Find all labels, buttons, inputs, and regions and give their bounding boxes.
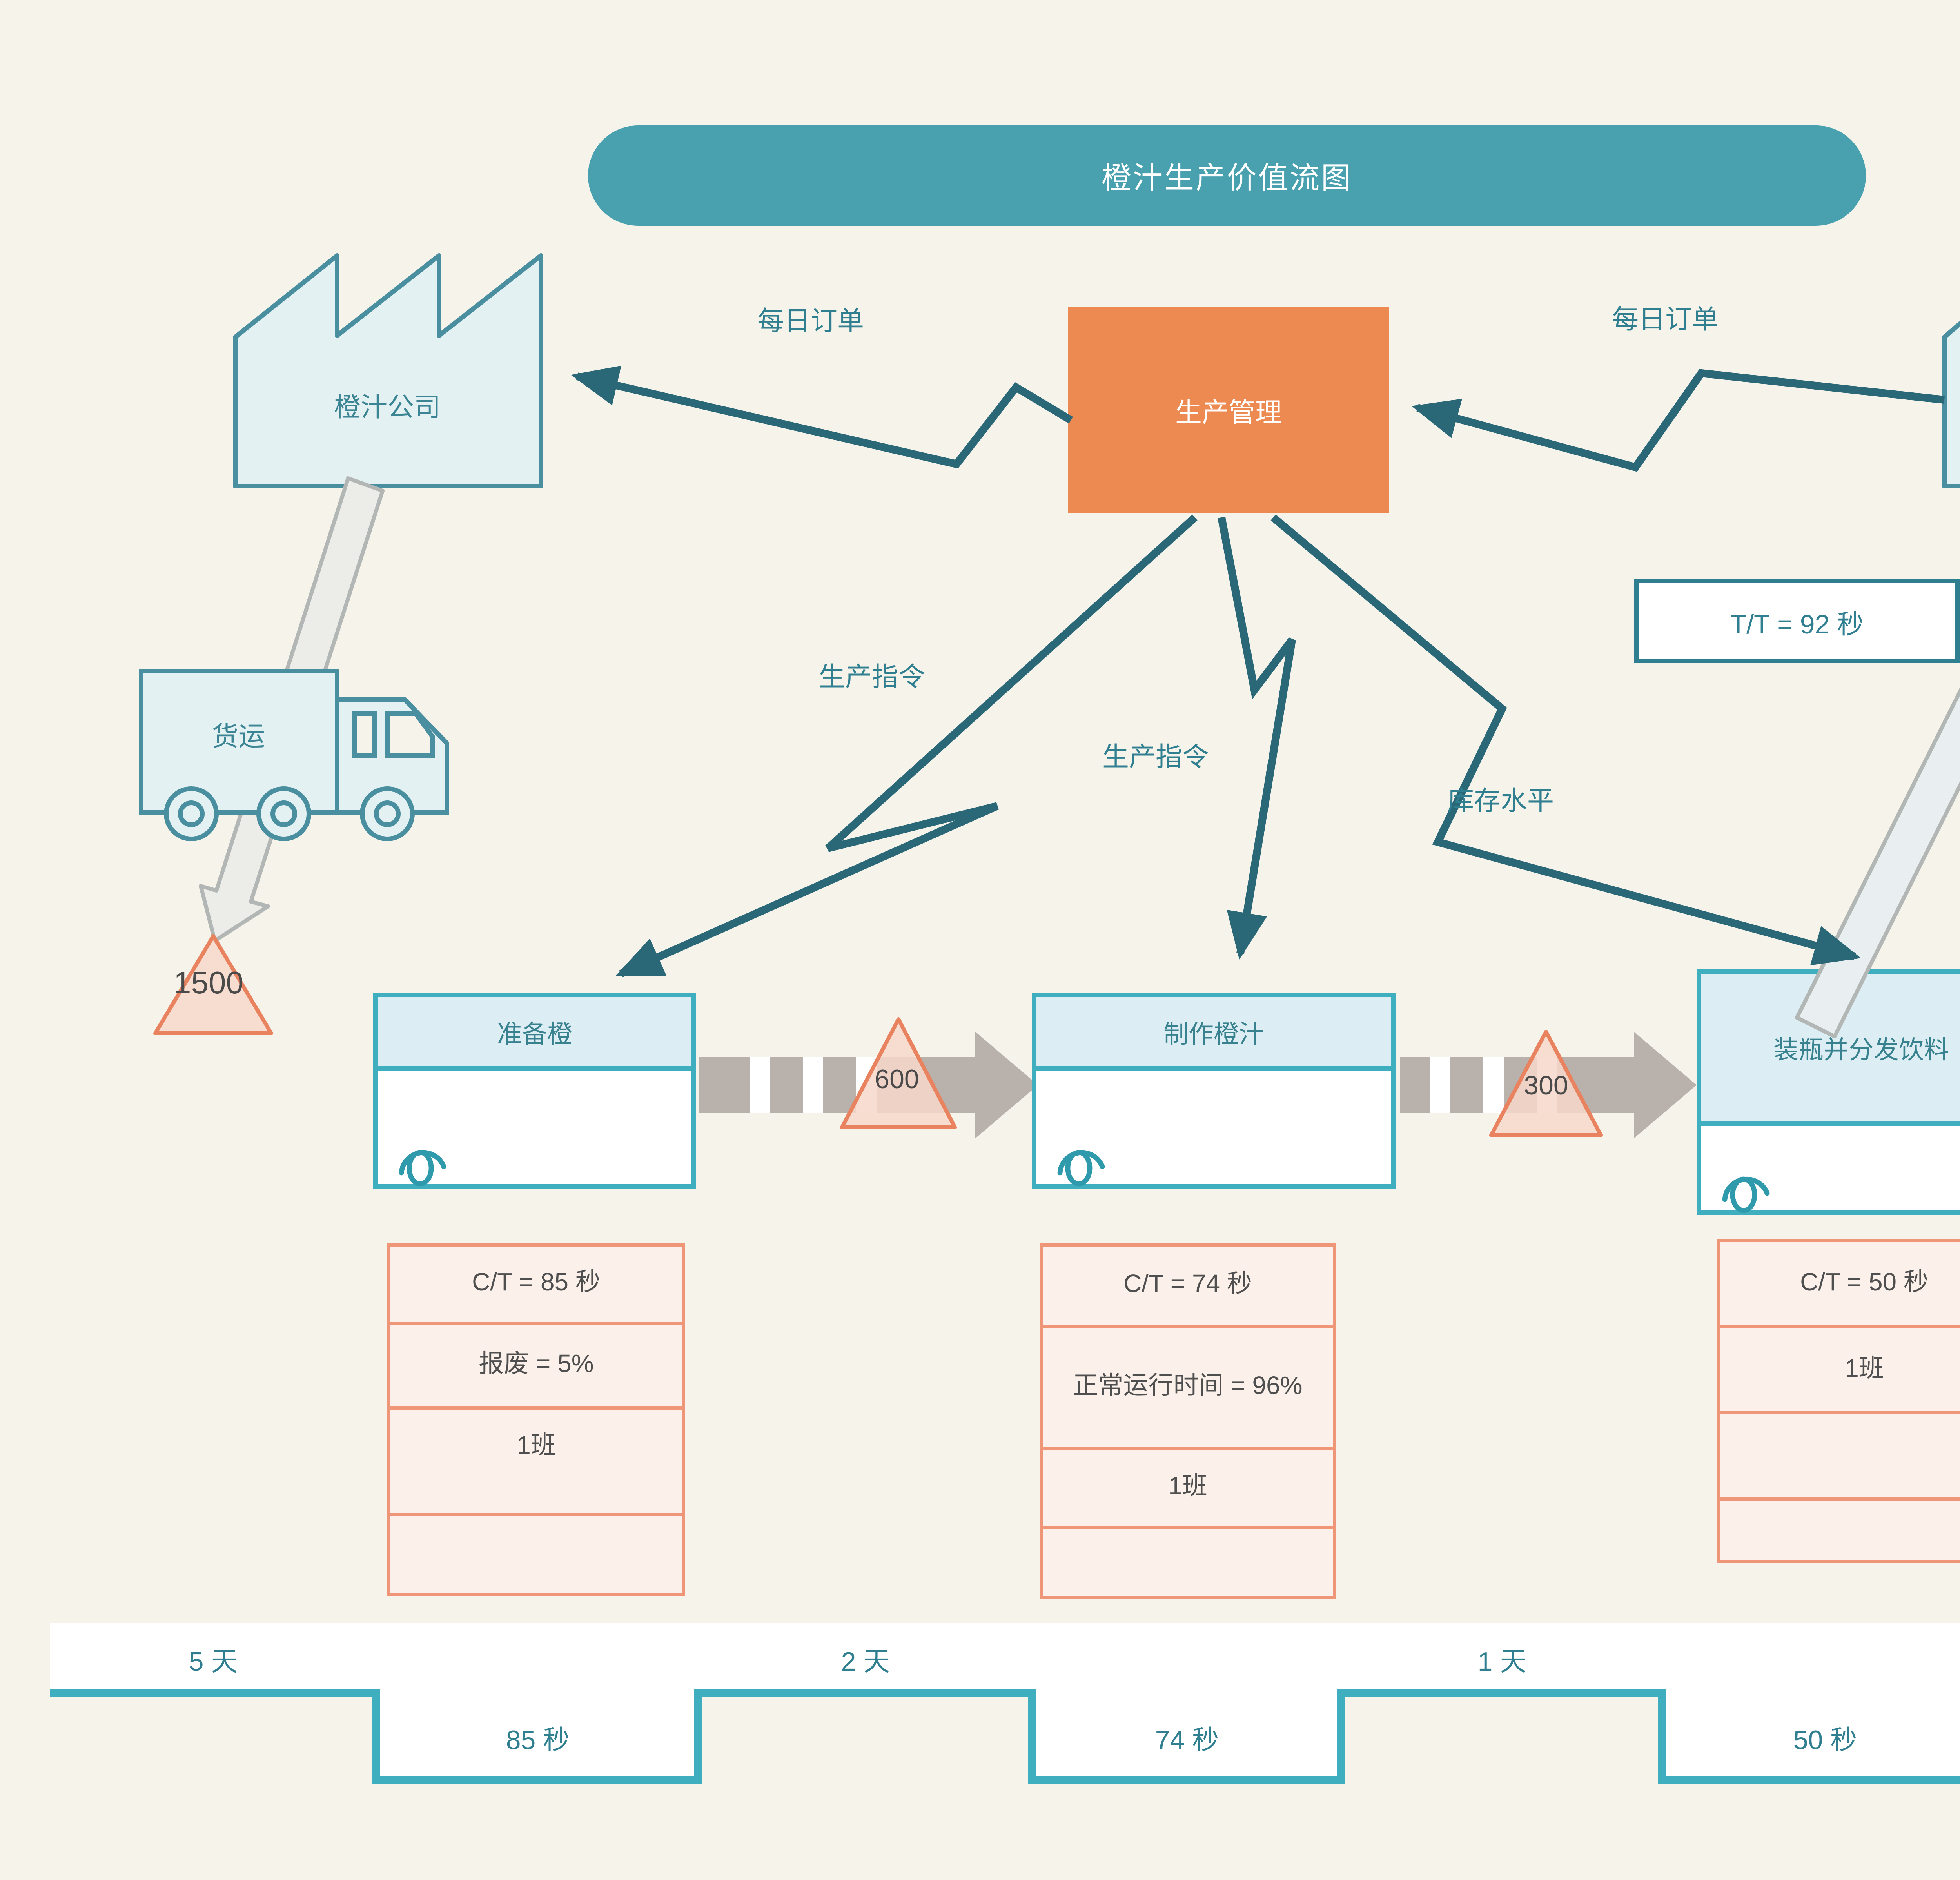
data-cell: C/T = 50 秒: [1800, 1269, 1929, 1296]
data-box-process-1[interactable]: C/T = 85 秒 报废 = 5% 1班: [387, 1243, 685, 1596]
truck-icon[interactable]: [139, 669, 449, 841]
production-control-box[interactable]: 生产管理: [1068, 307, 1389, 513]
process-box-make-juice[interactable]: 制作橙汁: [1032, 993, 1396, 1189]
process-box-prepare-oranges[interactable]: 准备橙: [373, 993, 696, 1189]
operator-icon: [1722, 1176, 1770, 1213]
customer-factory-icon[interactable]: [1942, 251, 1960, 488]
timeline-ladder: [50, 1623, 1960, 1784]
takt-time-label: T/T = 92 秒: [1730, 609, 1864, 639]
data-cell: C/T = 85 秒: [472, 1270, 601, 1297]
data-cell: 报废 = 5%: [479, 1352, 594, 1378]
daily-order-arrow-right: [1411, 369, 1945, 472]
daily-order-arrow-left: [571, 365, 1073, 469]
data-cell: 1班: [1168, 1474, 1207, 1501]
diagram-title-text: 橙汁生产价值流图: [1101, 162, 1352, 195]
takt-time-box[interactable]: T/T = 92 秒: [1634, 579, 1960, 663]
production-instruction-arrow-2: [1218, 517, 1296, 960]
inventory-1500-value: 1500: [174, 967, 243, 1001]
process-3-title: 装瓶并分发饮料: [1773, 1038, 1949, 1065]
operator-icon: [1057, 1150, 1105, 1187]
data-cell: 1班: [1845, 1356, 1884, 1382]
data-cell: 1班: [517, 1433, 556, 1460]
timeline-process-2: 74 秒: [1155, 1726, 1219, 1755]
supplier-factory-icon[interactable]: [233, 253, 543, 488]
timeline-process-3: 50 秒: [1793, 1726, 1857, 1755]
daily-order-left-label: 每日订单: [757, 307, 864, 336]
freight-label: 货运: [212, 722, 265, 752]
timeline-wait-3: 1 天: [1477, 1647, 1527, 1677]
operator-icon: [399, 1150, 446, 1187]
shipment-arrow-right: [1795, 687, 1960, 1038]
production-control-label: 生产管理: [1175, 398, 1282, 428]
data-cell: 正常运行时间 = 96%: [1073, 1374, 1303, 1400]
supplier-label: 橙汁公司: [334, 393, 441, 423]
timeline-process-1: 85 秒: [506, 1726, 570, 1755]
data-box-process-3[interactable]: C/T = 50 秒 1班: [1717, 1239, 1960, 1563]
inventory-600-value: 600: [875, 1065, 919, 1094]
inventory-level-label: 库存水平: [1447, 786, 1554, 816]
push-arrow-1: [699, 1032, 1038, 1138]
daily-order-right-label: 每日订单: [1612, 305, 1719, 335]
data-box-process-2[interactable]: C/T = 74 秒 正常运行时间 = 96% 1班: [1040, 1243, 1336, 1599]
diagram-title: 橙汁生产价值流图: [588, 125, 1866, 226]
process-2-title: 制作橙汁: [1163, 1022, 1264, 1049]
process-box-bottle-distribute[interactable]: 装瓶并分发饮料: [1697, 969, 1960, 1215]
inventory-300-value: 300: [1524, 1071, 1568, 1101]
timeline-wait-1: 5 天: [189, 1647, 238, 1677]
process-1-title: 准备橙: [497, 1022, 572, 1049]
shipment-arrow-left: [199, 476, 385, 943]
data-cell: C/T = 74 秒: [1123, 1272, 1252, 1298]
timeline-wait-2: 2 天: [841, 1647, 890, 1677]
production-instruction-left-label: 生产指令: [818, 662, 925, 692]
production-instruction-mid-label: 生产指令: [1102, 742, 1209, 772]
